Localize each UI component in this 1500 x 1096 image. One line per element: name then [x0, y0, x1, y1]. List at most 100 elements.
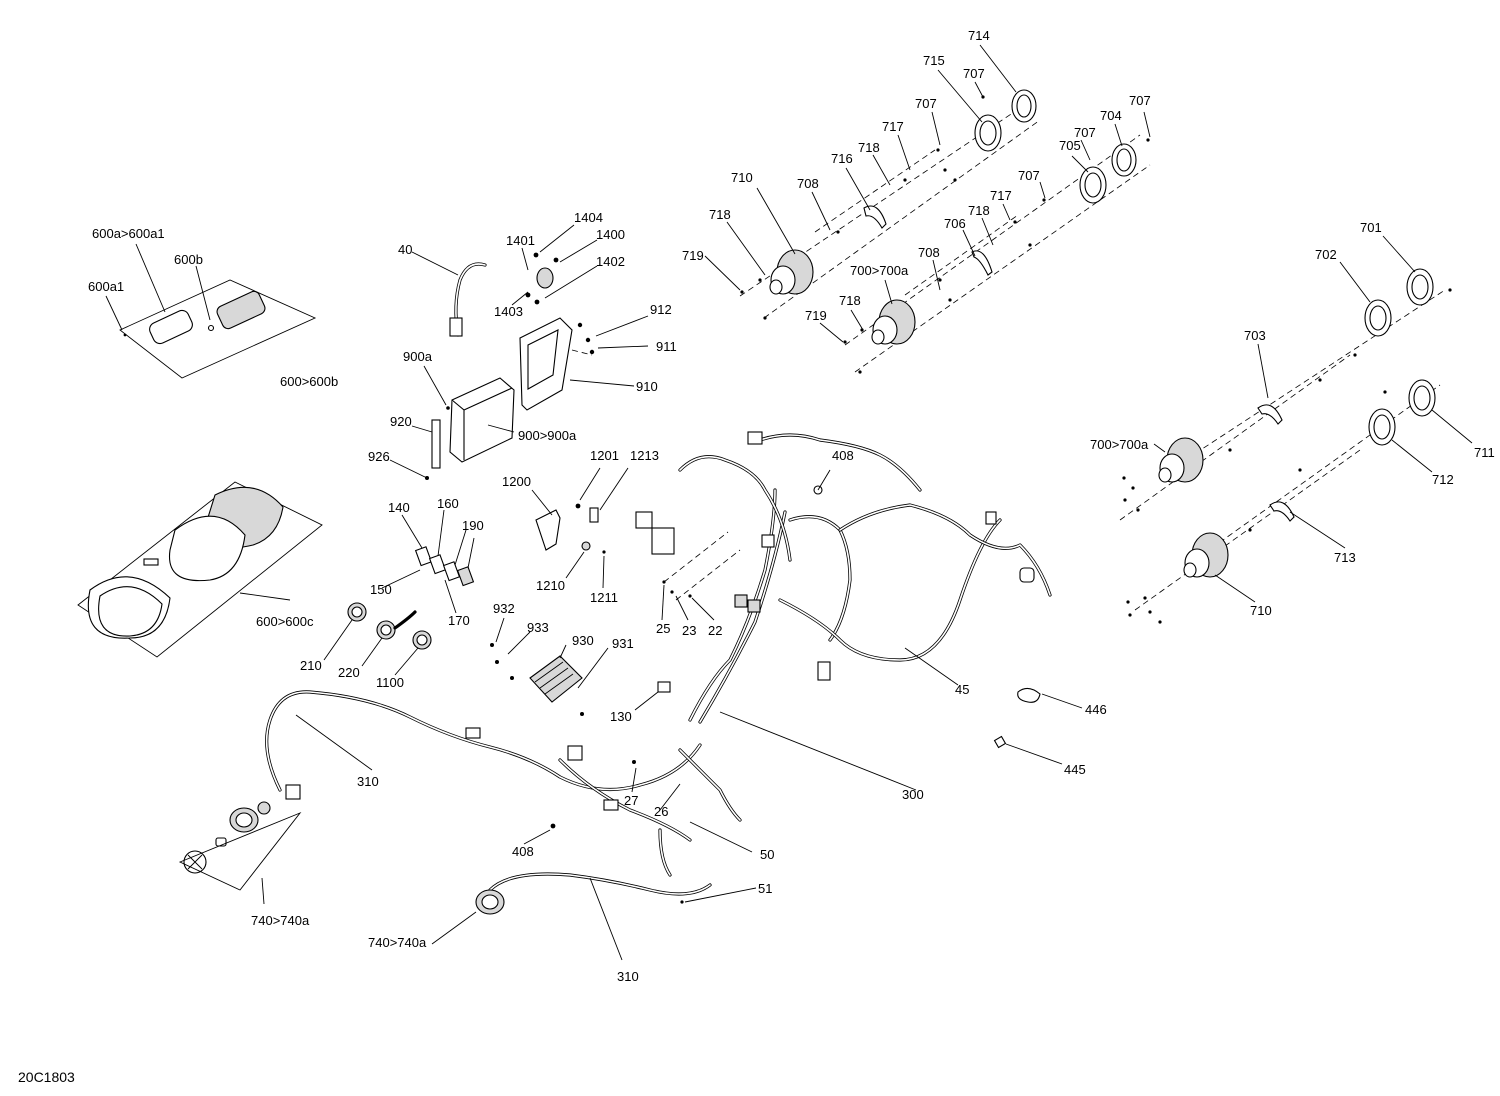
- switch-bezel-600a1: [149, 309, 193, 345]
- bracket-1200: [531, 467, 629, 589]
- callout-700-a: 700>700a: [850, 263, 909, 278]
- callout-1210: 1210: [536, 578, 565, 593]
- callout-713: 713: [1334, 550, 1356, 565]
- instrument-cluster-group: [77, 481, 323, 658]
- callout-1201: 1201: [590, 448, 619, 463]
- diagram-code: 20C1803: [18, 1069, 75, 1085]
- headlight-housing-700a: [871, 299, 916, 345]
- callout-910: 910: [636, 379, 658, 394]
- bracket-703: [1257, 404, 1283, 425]
- callout-926: 926: [368, 449, 390, 464]
- lower-harness: [178, 690, 757, 961]
- callout-1211: 1211: [590, 590, 618, 605]
- callout-707-c: 707: [1129, 93, 1151, 108]
- switches-lower-left: [323, 602, 432, 676]
- callout-210: 210: [300, 658, 322, 673]
- callout-300: 300: [902, 787, 924, 802]
- headlight-housing-710-right: [1183, 532, 1229, 578]
- callout-26: 26: [654, 804, 668, 819]
- callout-1213: 1213: [630, 448, 659, 463]
- callout-190: 190: [462, 518, 484, 533]
- callout-1401: 1401: [506, 233, 535, 248]
- callout-700-b: 700>700a: [1090, 437, 1149, 452]
- callout-23: 23: [682, 623, 696, 638]
- voltage-regulator-930: [490, 617, 609, 716]
- callout-708-a: 708: [797, 176, 819, 191]
- switch-unit-600b: [216, 290, 266, 330]
- callout-712: 712: [1432, 472, 1454, 487]
- callout-310-a: 310: [357, 774, 379, 789]
- callout-706: 706: [944, 216, 966, 231]
- callout-408-a: 408: [832, 448, 854, 463]
- callout-900-900a: 900>900a: [518, 428, 577, 443]
- callout-718-a: 718: [858, 140, 880, 155]
- callout-600a1: 600a1: [88, 279, 124, 294]
- callout-701: 701: [1360, 220, 1382, 235]
- callout-930: 930: [572, 633, 594, 648]
- callout-600a-600a1: 600a>600a1: [92, 226, 165, 241]
- callout-25: 25: [656, 621, 670, 636]
- callout-310-b: 310: [617, 969, 639, 984]
- headlight-housing-700a-right: [1158, 437, 1204, 483]
- callout-220: 220: [338, 665, 360, 680]
- callout-711: 711: [1474, 445, 1495, 460]
- callout-707-a: 707: [963, 66, 985, 81]
- callout-1400: 1400: [596, 227, 625, 242]
- callout-715: 715: [923, 53, 945, 68]
- callout-1402: 1402: [596, 254, 625, 269]
- callout-920: 920: [390, 414, 412, 429]
- callout-1404: 1404: [574, 210, 603, 225]
- battery-group: [389, 315, 649, 480]
- callout-710-b: 710: [1250, 603, 1272, 618]
- callout-labels: 714 715 707 707 707 704 707 705 707 717 …: [18, 28, 1495, 1085]
- callout-932: 932: [493, 601, 515, 616]
- callout-740-a: 740>740a: [251, 913, 310, 928]
- callout-707-d: 707: [1074, 125, 1096, 140]
- callout-22: 22: [708, 623, 722, 638]
- callout-600-600b: 600>600b: [280, 374, 338, 389]
- callout-714: 714: [968, 28, 990, 43]
- callout-702: 702: [1315, 247, 1337, 262]
- callout-740-b: 740>740a: [368, 935, 427, 950]
- fuse-block: [381, 509, 475, 614]
- callout-718-c: 718: [968, 203, 990, 218]
- callout-705: 705: [1059, 138, 1081, 153]
- callout-707-b: 707: [915, 96, 937, 111]
- callout-703: 703: [1244, 328, 1266, 343]
- headlight-group-top: [704, 44, 1151, 374]
- callout-1200: 1200: [502, 474, 531, 489]
- headlight-group-right: [1119, 235, 1473, 624]
- ground-cable-40: [411, 251, 487, 337]
- callout-718-b: 718: [709, 207, 731, 222]
- callout-718-d: 718: [839, 293, 861, 308]
- callout-445: 445: [1064, 762, 1086, 777]
- callout-704: 704: [1100, 108, 1122, 123]
- callout-900a: 900a: [403, 349, 433, 364]
- callout-40: 40: [398, 242, 412, 257]
- callout-717-b: 717: [990, 188, 1012, 203]
- callout-716: 716: [831, 151, 853, 166]
- callout-45: 45: [955, 682, 969, 697]
- callout-50: 50: [760, 847, 774, 862]
- callout-27: 27: [624, 793, 638, 808]
- callout-408-b: 408: [512, 844, 534, 859]
- small-parts-445-446: [993, 687, 1083, 765]
- callout-710-a: 710: [731, 170, 753, 185]
- battery-900: [449, 377, 515, 463]
- main-harness-300: [634, 431, 1052, 791]
- callout-1100: 1100: [376, 675, 404, 690]
- screw-set-right: [1122, 288, 1452, 624]
- relay-1400: [511, 224, 598, 306]
- callout-150: 150: [370, 582, 392, 597]
- callout-719-b: 719: [805, 308, 827, 323]
- callout-911: 911: [656, 339, 677, 354]
- battery-strap-920: [431, 419, 441, 469]
- clip-130: [657, 681, 671, 693]
- callout-717-a: 717: [882, 119, 904, 134]
- callout-912: 912: [650, 302, 672, 317]
- callout-446: 446: [1085, 702, 1107, 717]
- headlight-housing-710: [769, 249, 814, 295]
- callout-130: 130: [610, 709, 632, 724]
- callout-707-e: 707: [1018, 168, 1040, 183]
